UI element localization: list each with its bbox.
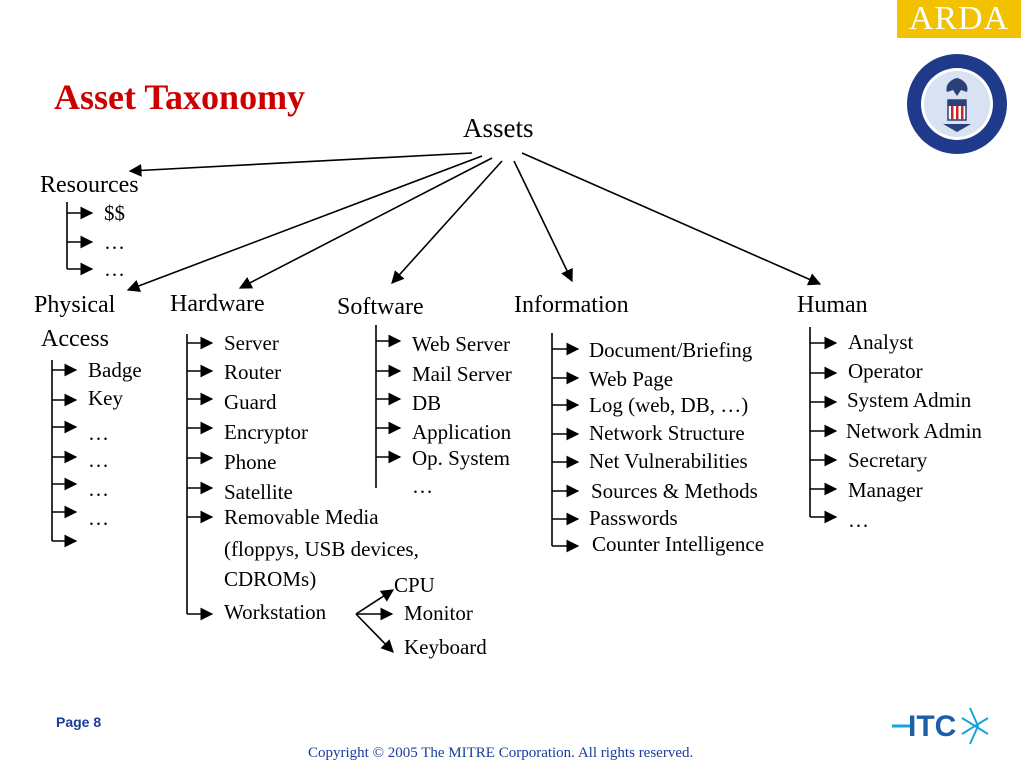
resources-item: $$ bbox=[104, 201, 125, 225]
information-item: Sources & Methods bbox=[591, 479, 758, 503]
category-hardware: Hardware bbox=[170, 291, 265, 317]
itc-logo-text: ITC bbox=[908, 710, 956, 743]
information-item: Net Vulnerabilities bbox=[589, 449, 748, 473]
hardware-item: Server bbox=[224, 331, 279, 355]
workstation-part: CPU bbox=[394, 573, 435, 597]
information-item: Passwords bbox=[589, 506, 678, 530]
seal-icon bbox=[907, 54, 1007, 154]
hardware-item-workstation: Workstation bbox=[224, 600, 327, 624]
page-number: Page 8 bbox=[56, 714, 102, 730]
arda-logo-text: ARDA bbox=[908, 0, 1010, 37]
information-item: Counter Intelligence bbox=[592, 532, 765, 556]
arrow-to-human bbox=[521, 152, 822, 286]
software-item: Web Server bbox=[412, 332, 511, 356]
category-software: Software bbox=[337, 294, 424, 320]
physical-item: … bbox=[88, 448, 109, 472]
resources-item: … bbox=[104, 257, 125, 281]
hardware-item: Phone bbox=[224, 450, 277, 474]
software-item: Mail Server bbox=[412, 362, 512, 386]
resources-item: … bbox=[104, 230, 125, 254]
category-human: Human bbox=[797, 292, 868, 318]
category-resources: Resources bbox=[40, 172, 139, 198]
software-item: DB bbox=[412, 391, 442, 415]
hardware-item: Encryptor bbox=[224, 420, 308, 444]
human-item: … bbox=[848, 508, 869, 532]
physical-item: Key bbox=[88, 386, 123, 410]
human-item: Secretary bbox=[848, 448, 928, 472]
hardware-item: CDROMs) bbox=[224, 567, 317, 591]
human-item: System Admin bbox=[847, 388, 972, 412]
arrow-to-software bbox=[391, 160, 503, 284]
physical-item: … bbox=[88, 421, 109, 445]
hardware-item: Guard bbox=[224, 390, 277, 414]
hardware-item: Removable Media bbox=[224, 505, 379, 529]
hardware-item: (floppys, USB devices, bbox=[224, 537, 419, 561]
category-physical-line2: Access bbox=[41, 326, 109, 352]
physical-item: … bbox=[88, 506, 109, 530]
software-item: Application bbox=[412, 420, 512, 444]
human-item: Analyst bbox=[848, 330, 914, 354]
arrow-to-physical bbox=[126, 155, 483, 292]
hardware-item: Satellite bbox=[224, 480, 293, 504]
category-information: Information bbox=[514, 292, 629, 318]
information-item: Web Page bbox=[589, 367, 674, 391]
arda-logo: ARDA bbox=[897, 0, 1021, 38]
human-item: Manager bbox=[848, 478, 923, 502]
hardware-item: Router bbox=[224, 360, 282, 384]
software-item: … bbox=[412, 474, 433, 498]
human-item: Network Admin bbox=[846, 419, 982, 443]
information-item: Log (web, DB, …) bbox=[589, 393, 749, 417]
workstation-part: Keyboard bbox=[404, 635, 487, 659]
workstation-part: Monitor bbox=[404, 601, 473, 625]
slide-title: Asset Taxonomy bbox=[54, 77, 306, 117]
information-item: Document/Briefing bbox=[589, 338, 753, 362]
root-node-assets: Assets bbox=[463, 113, 534, 143]
information-item: Network Structure bbox=[589, 421, 745, 445]
software-item: Op. System bbox=[412, 446, 511, 470]
arrow-to-hardware bbox=[238, 157, 493, 289]
itc-logo: ITC bbox=[892, 707, 989, 745]
physical-item: Badge bbox=[88, 358, 142, 382]
category-physical-line1: Physical bbox=[34, 292, 116, 318]
arrow-to-information bbox=[513, 160, 573, 283]
physical-item: … bbox=[88, 477, 109, 501]
human-item: Operator bbox=[848, 359, 923, 383]
arrow-to-resources bbox=[128, 152, 473, 177]
copyright-notice: Copyright © 2005 The MITRE Corporation. … bbox=[308, 745, 694, 761]
